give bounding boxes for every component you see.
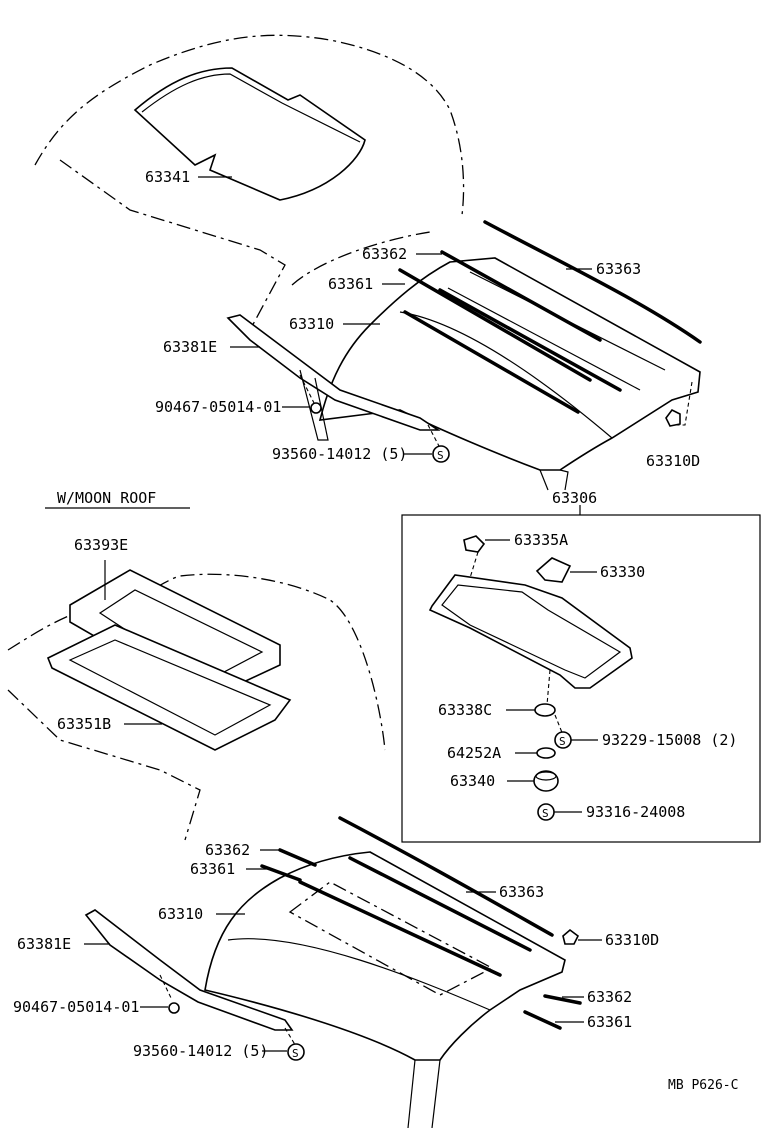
strip-63361-bottom-left bbox=[260, 864, 302, 882]
rail-bottom-1 bbox=[298, 880, 502, 977]
headliner-top-stub bbox=[559, 469, 569, 491]
visor-dash-2 bbox=[546, 669, 551, 706]
callout-d4: 63310 bbox=[158, 905, 203, 923]
strip-63363-top bbox=[483, 220, 702, 344]
moonroof-frame-63393e bbox=[69, 569, 281, 701]
strip-63361-top bbox=[398, 268, 592, 382]
strip-63362-top bbox=[440, 250, 602, 342]
screw-symbol-top-letter: S bbox=[437, 449, 444, 462]
roof-outline-top bbox=[34, 34, 465, 216]
moon-roof-assembly bbox=[7, 569, 386, 841]
moonroof-glass-inner bbox=[68, 639, 272, 736]
callout-d9: 63362 bbox=[587, 988, 632, 1006]
screw-symbol-top bbox=[432, 445, 450, 463]
screw-line-top bbox=[427, 424, 441, 449]
callout-d10: 63361 bbox=[587, 1013, 632, 1031]
callout-a4: 63361 bbox=[328, 275, 373, 293]
screw-symbol-bottom-letter: S bbox=[292, 1047, 299, 1060]
callout-a9: 63310D bbox=[646, 452, 700, 470]
visor-board bbox=[428, 574, 633, 689]
sunroof-panel bbox=[133, 67, 366, 201]
visor-lamp-63330 bbox=[535, 557, 572, 583]
headliner-bottom-lip bbox=[227, 938, 491, 1011]
callout-labels: 63341 63362 63363 63361 63310 63381E 904… bbox=[13, 168, 738, 1093]
callout-c2: 63330 bbox=[600, 563, 645, 581]
callout-d8: 93560-14012 (5) bbox=[133, 1042, 268, 1060]
callout-b2: 63351B bbox=[57, 715, 111, 733]
callout-b1: 63393E bbox=[74, 536, 128, 554]
roof-side-line-mid bbox=[7, 689, 201, 841]
callout-c1: 63335A bbox=[514, 531, 568, 549]
strip-63362-bottom-left bbox=[278, 848, 317, 867]
clip-line-top bbox=[299, 374, 316, 406]
strip-63363-bottom bbox=[338, 816, 554, 937]
footer-code: MB P626-C bbox=[668, 1078, 738, 1093]
callout-c6: 63340 bbox=[450, 772, 495, 790]
visor-bracket-63335a bbox=[463, 535, 486, 553]
callout-a8: 93560-14012 (5) bbox=[272, 445, 407, 463]
leader-lines bbox=[84, 176, 602, 1052]
callout-d7: 90467-05014-01 bbox=[13, 998, 139, 1016]
callout-a1: 63341 bbox=[145, 168, 190, 186]
visor-board-inner bbox=[441, 584, 622, 679]
callout-c5: 64252A bbox=[447, 744, 501, 762]
sunroof-panel-inner bbox=[141, 73, 361, 143]
washer-64252a bbox=[536, 747, 556, 759]
clip-63310d-bottom bbox=[562, 928, 580, 945]
callout-a3: 63363 bbox=[596, 260, 641, 278]
clip-63310d-top bbox=[665, 408, 681, 427]
pad-63338c bbox=[534, 703, 556, 717]
callout-d2: 63361 bbox=[190, 860, 235, 878]
callout-a7: 90467-05014-01 bbox=[155, 398, 281, 416]
front-trim-top bbox=[226, 314, 441, 431]
callout-a10: 63306 bbox=[552, 489, 597, 507]
screw-symbol-bottom bbox=[287, 1043, 305, 1061]
bottom-assembly bbox=[84, 816, 582, 1128]
front-trim-bottom bbox=[84, 909, 294, 1031]
rail-bottom-2 bbox=[348, 856, 532, 952]
rail-top-2 bbox=[438, 288, 622, 392]
headliner-top-rail bbox=[447, 287, 641, 391]
top-assembly bbox=[34, 34, 702, 491]
moonroof-glass-63351b bbox=[46, 624, 292, 751]
bolt-90467-bottom bbox=[168, 1002, 180, 1014]
callout-d5: 63310D bbox=[605, 931, 659, 949]
holder-63340-top bbox=[535, 771, 557, 781]
callout-a2: 63362 bbox=[362, 245, 407, 263]
callout-c4: 93229-15008 (2) bbox=[602, 731, 737, 749]
screw-symbol-visor-1-letter: S bbox=[559, 735, 566, 748]
moonroof-opening-bottom bbox=[288, 881, 494, 996]
headliner-bottom bbox=[204, 851, 566, 1061]
screw-symbol-visor-2-letter: S bbox=[542, 807, 549, 820]
visor-dash-1 bbox=[469, 551, 479, 579]
roof-side-line-left bbox=[59, 159, 286, 331]
callout-a5: 63310 bbox=[289, 315, 334, 333]
section-label: W/MOON ROOF bbox=[57, 489, 156, 507]
callout-d3: 63363 bbox=[499, 883, 544, 901]
headliner-bottom-post bbox=[431, 1059, 441, 1128]
screw-line-bottom bbox=[284, 1027, 298, 1049]
detail-box bbox=[401, 514, 761, 843]
callout-c7: 93316-24008 bbox=[586, 803, 685, 821]
bolt-90467-top bbox=[310, 402, 322, 414]
callout-c3: 63338C bbox=[438, 701, 492, 719]
strip-63362-bottom-right bbox=[543, 994, 582, 1005]
callout-d6: 63381E bbox=[17, 935, 71, 953]
rail-top-1 bbox=[403, 310, 580, 414]
clip-line-bottom bbox=[159, 974, 173, 1001]
headliner-top-stub-2 bbox=[539, 469, 549, 491]
headliner-bottom-post-2 bbox=[407, 1059, 416, 1128]
callout-d1: 63362 bbox=[205, 841, 250, 859]
roof-side-line-right bbox=[291, 231, 431, 286]
strip-63361-bottom-right bbox=[523, 1010, 562, 1030]
visor-assembly bbox=[428, 535, 633, 792]
callout-a6: 63381E bbox=[163, 338, 217, 356]
